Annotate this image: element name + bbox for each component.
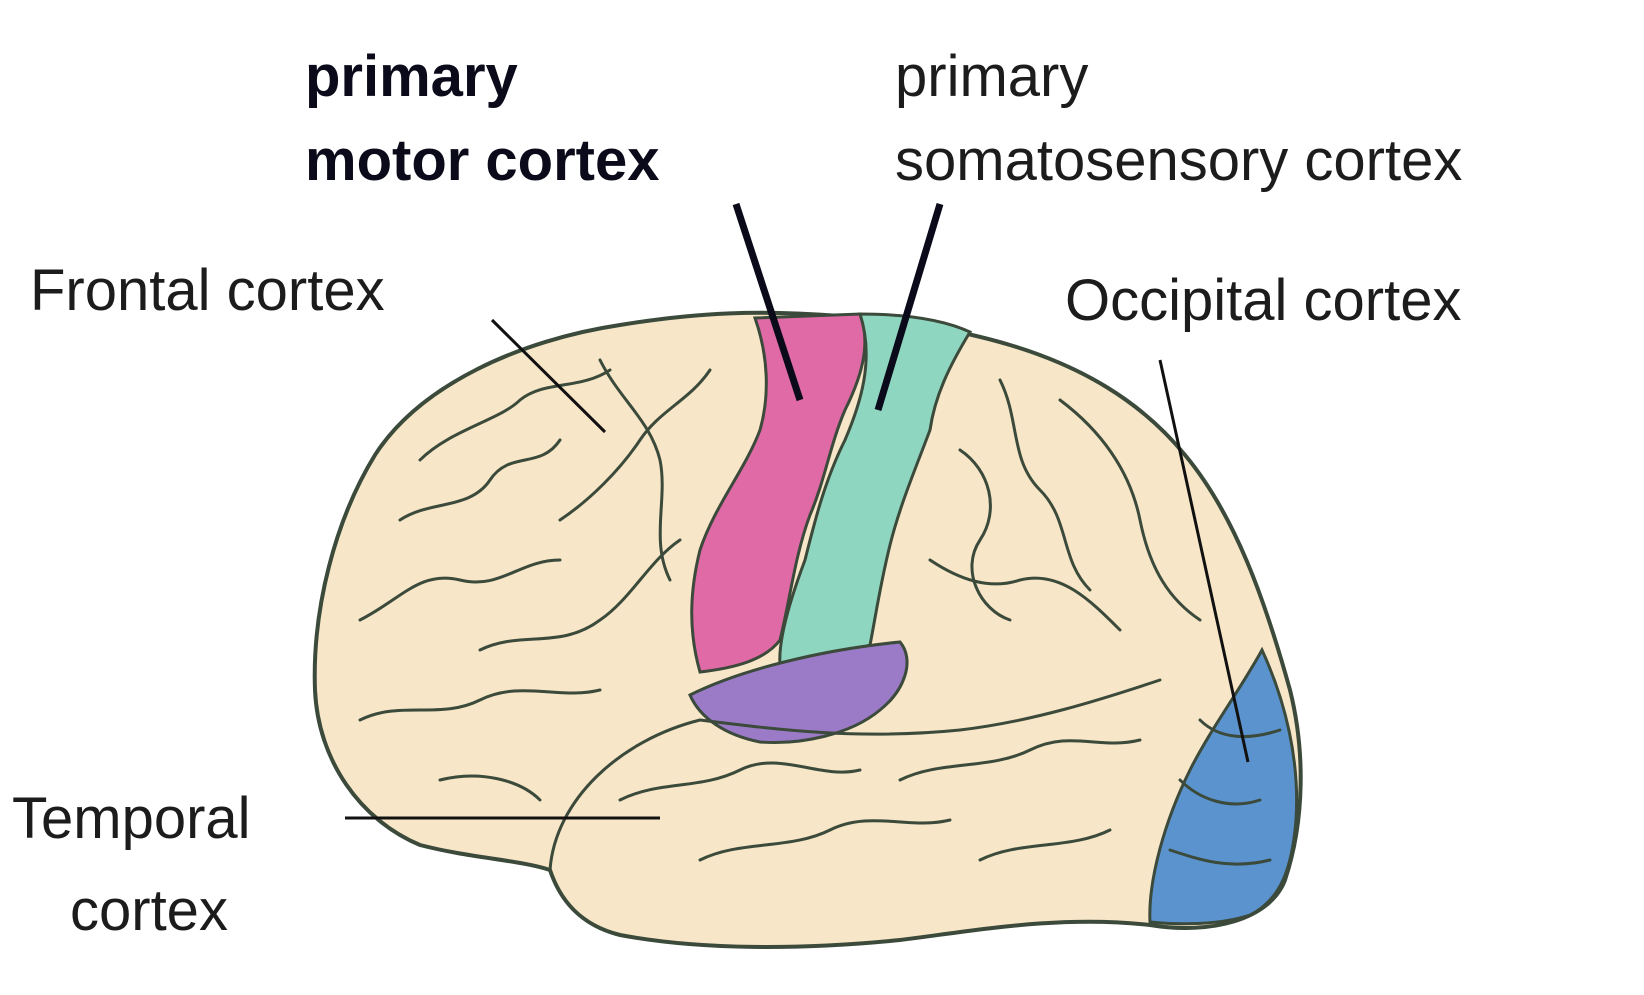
- lateral-sulcus: [548, 678, 1162, 872]
- label-occipital-cortex: Occipital cortex: [1065, 268, 1462, 333]
- label-temporal-cortex-line1: Temporal: [12, 786, 251, 851]
- label-frontal-cortex: Frontal cortex: [30, 258, 385, 323]
- label-primary-motor-cortex: primary motor cortex: [305, 48, 660, 190]
- label-temporal-cortex: Temporal cortex: [12, 790, 251, 940]
- label-primary-motor-cortex-line1: primary: [305, 44, 518, 109]
- leader-line-somatosensory: [874, 202, 944, 412]
- primary-motor-cortex-region: [690, 312, 867, 674]
- label-primary-somatosensory-cortex-line1: primary: [895, 44, 1089, 109]
- leader-line-occipital: [1158, 359, 1250, 763]
- label-temporal-cortex-line2: cortex: [70, 878, 228, 943]
- leader-line-frontal: [490, 318, 607, 434]
- auditory-cortex-region: [688, 640, 909, 744]
- leader-line-motor: [732, 202, 804, 402]
- label-primary-motor-cortex-line2: motor cortex: [305, 128, 660, 193]
- label-primary-somatosensory-cortex-line2: somatosensory cortex: [895, 128, 1463, 193]
- gyri-lines: [358, 358, 1282, 866]
- label-primary-somatosensory-cortex: primary somatosensory cortex: [895, 48, 1462, 190]
